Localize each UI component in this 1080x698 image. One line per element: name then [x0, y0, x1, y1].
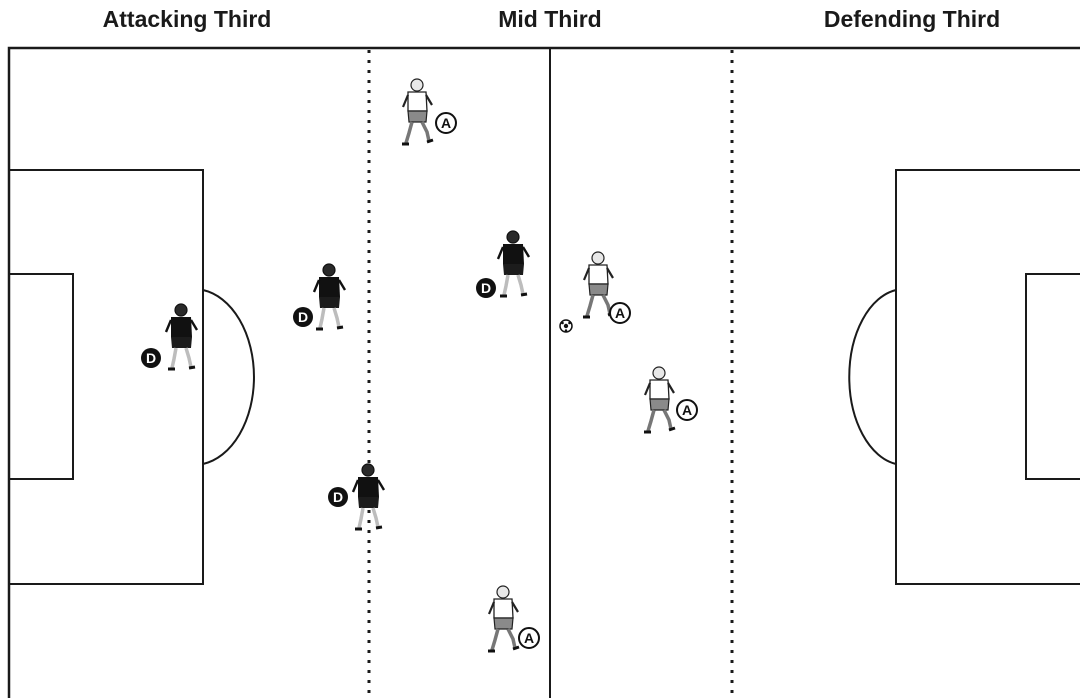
defender-badge-label: D: [298, 309, 308, 325]
penalty-arc-left: [203, 290, 254, 464]
goal-box-right: [1026, 274, 1080, 479]
player-attacker: A: [488, 586, 539, 651]
soccer-ball-icon: [560, 320, 572, 332]
attacker-badge-label: A: [524, 630, 534, 646]
player-attacker: A: [402, 79, 456, 144]
attacker-badge-label: A: [441, 115, 451, 131]
defender-badge-label: D: [146, 350, 156, 366]
attacker-badge: A: [519, 628, 539, 648]
defender-badge-label: D: [333, 489, 343, 505]
defender-badge: D: [328, 487, 348, 507]
player-defender: D: [293, 264, 345, 329]
attacker-badge-label: A: [615, 305, 625, 321]
defender-badge-label: D: [481, 280, 491, 296]
player-attacker: A: [644, 367, 697, 432]
player-defender: D: [141, 304, 197, 369]
defender-badge: D: [476, 278, 496, 298]
penalty-box-right: [896, 170, 1080, 584]
penalty-arc-right: [849, 290, 896, 464]
goal-box-left: [9, 274, 73, 479]
attacker-badge: A: [677, 400, 697, 420]
player-attacker: A: [583, 252, 630, 323]
attacker-badge-label: A: [682, 402, 692, 418]
attacker-badge: A: [610, 303, 630, 323]
player-defender: D: [476, 231, 529, 298]
player-defender: D: [328, 464, 384, 529]
defender-badge: D: [141, 348, 161, 368]
defender-badge: D: [293, 307, 313, 327]
pitch-boundary: [9, 48, 1080, 698]
penalty-box-left: [9, 170, 203, 584]
attacker-badge: A: [436, 113, 456, 133]
